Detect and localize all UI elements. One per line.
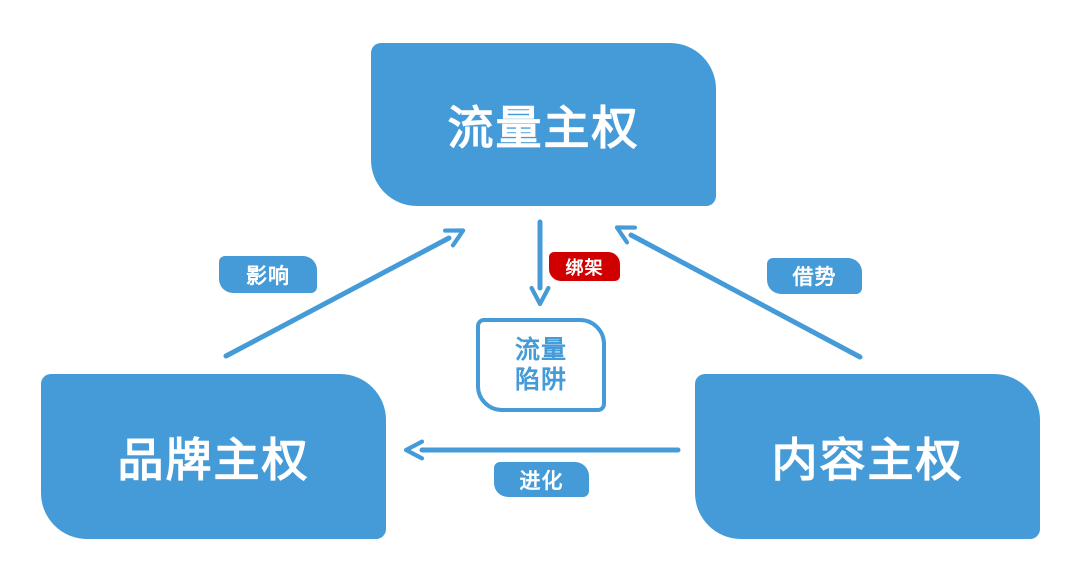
arrow-leverage [614,225,863,360]
edge-label-evolution: 进化 [494,462,589,497]
node-trap-label-line2: 陷阱 [514,366,567,394]
node-trap-label-line1: 流量 [514,335,567,364]
edge-label-hijack: 绑架 [549,252,620,281]
node-content-sovereignty: 内容主权 [695,374,1040,539]
edge-label-leverage: 借势 [767,258,862,294]
node-content-label: 内容主权 [771,433,964,486]
node-traffic-sovereignty: 流量主权 [371,43,716,206]
edge-label-influence: 影响 [219,256,317,293]
edge-label-leverage-text: 借势 [792,266,837,289]
node-brand-sovereignty: 品牌主权 [41,374,386,539]
edge-label-evolution-text: 进化 [519,469,564,493]
edge-label-hijack-text: 绑架 [565,257,604,278]
edge-label-influence-text: 影响 [246,264,290,288]
node-traffic-label: 流量主权 [447,101,640,154]
node-brand-label: 品牌主权 [117,433,310,486]
node-traffic-trap: 流量 陷阱 [476,318,606,412]
